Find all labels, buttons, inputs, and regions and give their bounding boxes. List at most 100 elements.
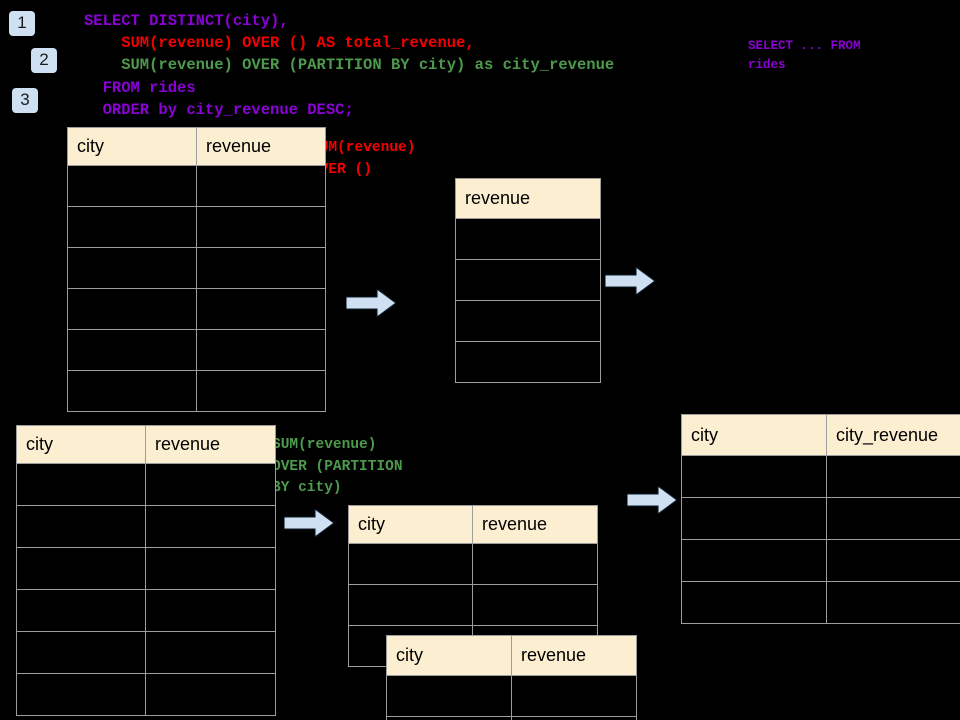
column-header-city: city [386, 635, 512, 676]
cell-revenue [145, 547, 276, 590]
table-row: city city_revenue [681, 414, 960, 456]
cell-city [16, 505, 146, 548]
cell-revenue [196, 370, 326, 412]
table-row [67, 247, 326, 289]
cell-revenue [196, 288, 326, 330]
cell-city [67, 370, 197, 412]
cell-city-revenue [826, 539, 960, 582]
table-source-top: city revenue [67, 127, 326, 412]
column-header-revenue: revenue [455, 178, 601, 219]
cell-revenue [472, 584, 598, 626]
table-row [16, 505, 276, 548]
table-row: city revenue [386, 635, 637, 676]
arrow-total-to-result-icon [605, 267, 655, 295]
cell-city [16, 589, 146, 632]
table-row [16, 547, 276, 590]
table-row [16, 631, 276, 674]
column-header-revenue: revenue [472, 505, 598, 544]
table-row: city revenue [16, 425, 276, 464]
cell-revenue [455, 300, 601, 342]
table-row [681, 581, 960, 624]
table-partition-a: city revenue [348, 505, 598, 667]
step-badge-3[interactable]: 3 [12, 88, 38, 113]
cell-revenue [145, 673, 276, 716]
cell-city [681, 497, 827, 540]
column-header-city: city [16, 425, 146, 464]
column-header-city: city [67, 127, 197, 166]
cell-revenue [145, 505, 276, 548]
table-row [681, 539, 960, 582]
table-row: revenue [455, 178, 601, 219]
cell-city [67, 165, 197, 207]
cell-city [67, 247, 197, 289]
arrow-source-to-total-icon [346, 289, 396, 317]
table-row [16, 589, 276, 632]
cell-city [681, 581, 827, 624]
table-row [681, 455, 960, 498]
table-row [455, 259, 601, 301]
sql-line-sum-over-partition: SUM(revenue) OVER (PARTITION BY city) as… [84, 56, 615, 74]
cell-city [67, 288, 197, 330]
table-row [386, 675, 637, 717]
annotation-select-from-rides: SELECT ... FROM rides [748, 39, 861, 72]
table-row [348, 584, 598, 626]
cell-revenue [196, 206, 326, 248]
arrow-partition-to-result-icon [627, 486, 677, 514]
cell-city [386, 716, 512, 720]
cell-city [348, 584, 473, 626]
cell-revenue [511, 716, 637, 720]
table-row [16, 673, 276, 716]
cell-revenue [196, 247, 326, 289]
cell-revenue [196, 329, 326, 371]
table-row [455, 218, 601, 260]
cell-city-revenue [826, 497, 960, 540]
cell-revenue [511, 675, 637, 717]
column-header-city: city [348, 505, 473, 544]
sql-line-sum-over-empty: SUM(revenue) OVER () AS total_revenue, [84, 34, 475, 52]
table-row [16, 463, 276, 506]
cell-revenue [472, 543, 598, 585]
cell-city [348, 543, 473, 585]
table-row: city revenue [348, 505, 598, 544]
cell-revenue [145, 589, 276, 632]
table-partition-b: city revenue [386, 635, 637, 720]
column-header-city-revenue: city_revenue [826, 414, 960, 456]
cell-city [16, 673, 146, 716]
cell-city [386, 675, 512, 717]
sql-line-from: FROM rides [84, 79, 196, 97]
cell-city [16, 547, 146, 590]
annotation-sum-over-partition: SUM(revenue) OVER (PARTITION BY city) [272, 437, 403, 496]
table-row [67, 288, 326, 330]
cell-revenue [196, 165, 326, 207]
table-result: city city_revenue [681, 414, 960, 624]
cell-city [681, 539, 827, 582]
cell-city [67, 206, 197, 248]
cell-revenue [145, 631, 276, 674]
cell-city [16, 631, 146, 674]
annotation-sum-over-empty: SUM(revenue) OVER () [311, 140, 416, 178]
column-header-revenue: revenue [196, 127, 326, 166]
table-row: city revenue [67, 127, 326, 166]
table-row [681, 497, 960, 540]
cell-city [67, 329, 197, 371]
cell-revenue [455, 259, 601, 301]
table-row [67, 329, 326, 371]
sql-line-order-by: ORDER by city_revenue DESC; [84, 101, 354, 119]
table-total-revenue: revenue [455, 178, 601, 383]
cell-city [16, 463, 146, 506]
table-row [67, 370, 326, 412]
sql-line-select-distinct: SELECT DISTINCT(city), [84, 12, 289, 30]
step-badge-1[interactable]: 1 [9, 11, 35, 36]
column-header-city: city [681, 414, 827, 456]
table-row [67, 206, 326, 248]
table-row [455, 300, 601, 342]
table-source-bottom: city revenue [16, 425, 276, 716]
cell-city-revenue [826, 581, 960, 624]
table-row [455, 341, 601, 383]
table-row [386, 716, 637, 720]
step-badge-2[interactable]: 2 [31, 48, 57, 73]
arrow-source-to-partition-icon [284, 509, 334, 537]
cell-revenue [145, 463, 276, 506]
column-header-revenue: revenue [511, 635, 637, 676]
